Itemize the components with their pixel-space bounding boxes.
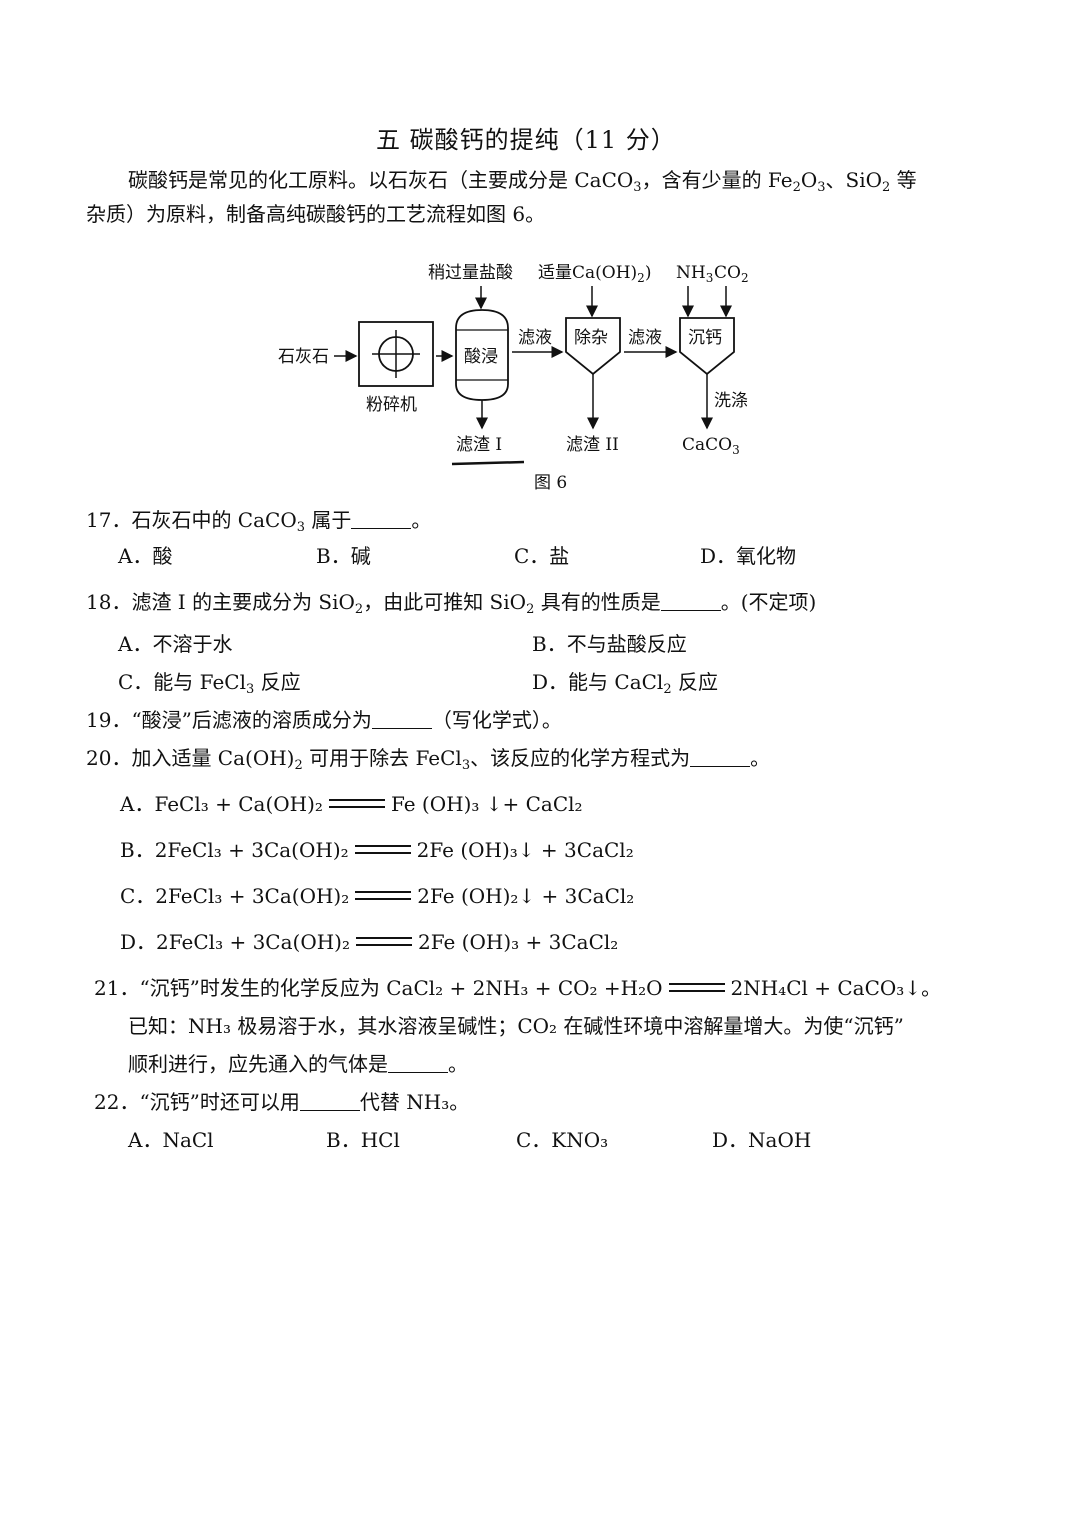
equals-sign <box>355 891 412 900</box>
q17-option-a: A．酸 <box>118 544 173 568</box>
intro-text: 等 <box>890 168 917 192</box>
acid-leach-vessel <box>455 309 509 401</box>
process-flow-diagram: 稍过量盐酸 适量Ca(OH)2) NH3 CO2 石灰石 粉碎机 酸浸 滤渣 I… <box>278 263 749 493</box>
residue-1-label: 滤渣 I <box>456 435 502 455</box>
figure-caption: 图 6 <box>534 473 567 493</box>
q17-option-d: D．氧化物 <box>700 544 797 568</box>
impurity-removal-tank <box>565 317 621 376</box>
crusher-label: 粉碎机 <box>366 395 417 415</box>
q18-option-b: B．不与盐酸反应 <box>532 632 687 656</box>
question-18: 18．滤渣 I 的主要成分为 SiO2，由此可推知 SiO2 具有的性质是。(不… <box>86 590 817 617</box>
equals-sign <box>354 845 411 854</box>
q18-option-d: D．能与 CaCl2 反应 <box>532 670 718 697</box>
q18-option-a: A．不溶于水 <box>118 632 233 656</box>
intro-text: O <box>800 168 818 192</box>
intro-line-2: 杂质）为原料，制备高纯碳酸钙的工艺流程如图 6。 <box>86 202 546 226</box>
intro-text: 碳酸钙是常见的化工原料。以石灰石（主要成分是 CaCO <box>128 168 634 192</box>
intro-text: ，含有少量的 Fe <box>641 168 793 192</box>
intro-line-1: 碳酸钙是常见的化工原料。以石灰石（主要成分是 CaCO3，含有少量的 Fe2O3… <box>128 168 917 195</box>
answer-blank[interactable] <box>371 710 432 729</box>
equals-sign <box>328 799 385 808</box>
answer-blank[interactable] <box>299 1092 360 1111</box>
question-19: 19．“酸浸”后滤液的溶质成分为（写化学式）。 <box>86 708 562 732</box>
question-21-line-2: 已知：NH₃ 极易溶于水，其水溶液呈碱性；CO₂ 在碱性环境中溶解量增大。为使“… <box>128 1014 904 1038</box>
q22-option-b: B．HCl <box>326 1128 400 1152</box>
input-co2-label: CO2 <box>714 263 749 285</box>
q22-option-d: D．NaOH <box>712 1128 812 1152</box>
answer-blank[interactable] <box>690 748 751 767</box>
filtrate-1-label: 滤液 <box>518 328 552 348</box>
q17-option-b: B．碱 <box>316 544 371 568</box>
q22-option-c: C．KNO₃ <box>516 1128 609 1152</box>
precipitation-label: 沉钙 <box>688 328 722 348</box>
q22-option-a: A．NaCl <box>128 1128 214 1152</box>
section-title: 五 碳酸钙的提纯（11 分） <box>376 126 676 154</box>
answer-blank[interactable] <box>388 1054 448 1073</box>
residue-2-label: 滤渣 II <box>566 435 619 455</box>
feed-limestone-label: 石灰石 <box>278 347 329 367</box>
question-21-line-3: 顺利进行，应先通入的气体是。 <box>128 1052 468 1076</box>
acid-leach-label: 酸浸 <box>464 347 498 367</box>
question-20: 20．加入适量 Ca(OH)2 可用于除去 FeCl3、该反应的化学方程式为。 <box>86 746 771 773</box>
question-22: 22．“沉钙”时还可以用代替 NH₃。 <box>94 1090 470 1114</box>
q18-option-c: C．能与 FeCl3 反应 <box>118 670 301 697</box>
residue-1-underline <box>451 460 525 466</box>
crusher-box <box>358 321 434 387</box>
product-label: CaCO3 <box>682 435 740 457</box>
input-caoh2-label: 适量Ca(OH)2) <box>538 263 651 285</box>
answer-blank[interactable] <box>660 592 721 611</box>
impurity-removal-label: 除杂 <box>574 328 608 348</box>
wash-label: 洗涤 <box>714 391 748 411</box>
equals-sign <box>668 983 725 992</box>
question-21: 21．“沉钙”时发生的化学反应为 CaCl₂ + 2NH₃ + CO₂ +H₂O… <box>94 976 942 1000</box>
answer-blank[interactable] <box>351 510 412 529</box>
equals-sign <box>355 937 412 946</box>
intro-text: 、SiO <box>825 168 883 192</box>
precipitation-tank <box>679 317 735 376</box>
input-nh3-label: NH3 <box>676 263 713 285</box>
question-17: 17．石灰石中的 CaCO3 属于。 <box>86 508 432 535</box>
q17-option-c: C．盐 <box>514 544 570 568</box>
filtrate-2-label: 滤液 <box>628 328 662 348</box>
input-hcl-label: 稍过量盐酸 <box>428 263 513 283</box>
